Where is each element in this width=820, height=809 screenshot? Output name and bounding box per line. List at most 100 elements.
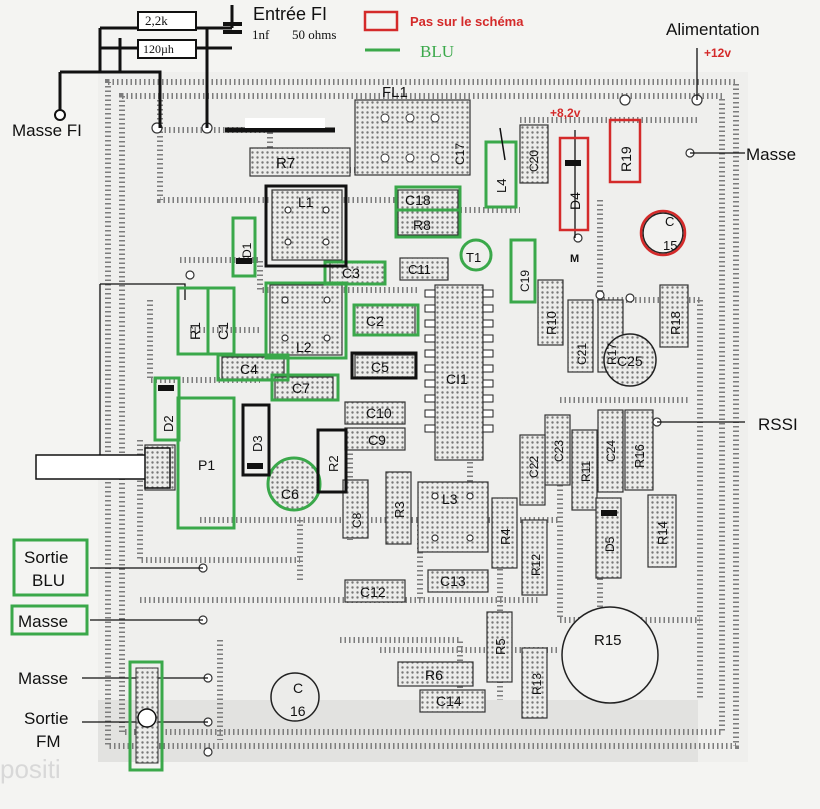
r16-body <box>624 409 654 491</box>
c16-body <box>270 672 320 722</box>
label-t1: T1 <box>466 250 481 265</box>
c23-body <box>544 414 571 486</box>
label-masse-fi: Masse FI <box>12 121 82 140</box>
c22-body <box>519 434 546 506</box>
c14-body <box>419 689 486 713</box>
red-outlines <box>363 10 687 257</box>
ci1-body <box>434 284 484 461</box>
label-r8: R8 <box>413 217 431 233</box>
c18-r8-body <box>397 189 459 236</box>
label-c19: C19 <box>518 270 532 292</box>
c12-body <box>344 579 406 603</box>
label-r14: R14 <box>655 521 670 545</box>
label-r3: R3 <box>392 501 407 518</box>
label-r11: R11 <box>579 461 593 482</box>
label-c25: C25 <box>617 353 643 369</box>
label-d3: D3 <box>250 435 265 452</box>
label-r5: R5 <box>493 638 508 655</box>
label-c5: C5 <box>371 359 389 375</box>
label-r6: R6 <box>425 667 443 683</box>
r18-body <box>659 284 689 348</box>
label-r19: R19 <box>618 146 634 172</box>
label-r18: R18 <box>668 311 683 335</box>
round-components <box>267 212 684 722</box>
ci1-pins <box>424 289 494 433</box>
r4-body <box>491 497 518 569</box>
label-plus12: +12v <box>704 46 731 60</box>
legend-green-text: BLU <box>420 42 454 61</box>
resistor-2k2 <box>137 11 197 31</box>
input-trace-white <box>245 118 325 128</box>
fl1-mark <box>499 127 506 161</box>
label-c21: C21 <box>575 343 589 365</box>
label-ci1: CI1 <box>446 371 468 387</box>
label-c15-a: C <box>665 214 674 229</box>
input-cap: 1nf <box>252 27 270 42</box>
label-alimentation: Alimentation <box>666 20 760 39</box>
label-sortie-blu-2: BLU <box>32 571 65 590</box>
label-c11a: C11 <box>408 262 431 277</box>
c25-body <box>603 333 657 387</box>
label-p1: P1 <box>198 457 215 473</box>
label-r10: R10 <box>544 311 559 335</box>
label-c6: C6 <box>281 486 299 502</box>
label-c7: C7 <box>292 380 310 396</box>
sortie-fm-connector <box>135 667 159 764</box>
label-sortie-fm-2: FM <box>36 732 61 751</box>
fl1-body <box>354 99 471 176</box>
label-plus82: +8,2v <box>550 106 581 120</box>
c11-body <box>399 257 449 281</box>
r6-body <box>397 661 474 687</box>
label-c1: C1 <box>215 322 231 340</box>
r14-body <box>647 494 677 568</box>
label-r17: R17 <box>605 343 619 365</box>
label-c14: C14 <box>436 693 462 709</box>
label-c3: C3 <box>342 265 360 281</box>
diode-bands <box>158 160 617 516</box>
label-c8: C8 <box>350 512 364 528</box>
label-c17: C17 <box>453 143 467 165</box>
inductor-120uh <box>137 39 197 59</box>
label-d1: D1 <box>240 242 254 258</box>
resistor-value: 2,2k <box>145 13 168 28</box>
label-r13: R13 <box>530 673 544 695</box>
component-labels: FL1 C17 C20 R19 R7 L4 D4 C 15 L1 C18 R8 … <box>161 84 683 719</box>
label-masse-left: Masse <box>18 669 68 688</box>
label-l3: L3 <box>442 491 458 507</box>
label-c16-a: C <box>293 680 303 696</box>
label-r2: R2 <box>326 455 341 472</box>
l2-body <box>269 284 343 356</box>
label-c10: C10 <box>366 405 392 421</box>
r5-body <box>486 611 513 683</box>
legend-red-text: Pas sur le schéma <box>410 14 524 29</box>
label-r12: R12 <box>529 554 543 576</box>
label-r7: R7 <box>276 155 295 172</box>
label-rssi: RSSI <box>758 415 798 434</box>
l1-body <box>271 189 343 261</box>
input-components <box>54 11 197 121</box>
label-fl1: FL1 <box>382 84 408 101</box>
fl1-detail <box>380 113 440 163</box>
label-c16-b: 16 <box>290 703 306 719</box>
label-masse-right: Masse <box>746 145 796 164</box>
p1-shaft <box>35 447 171 489</box>
label-c15-b: 15 <box>663 238 677 253</box>
label-r4: R4 <box>498 528 513 545</box>
c13-body <box>427 569 489 593</box>
l3-body <box>417 481 489 553</box>
label-r16: R16 <box>632 444 647 468</box>
green-outlines <box>10 140 537 772</box>
label-c20: C20 <box>527 150 541 172</box>
inductor-value: 120µh <box>143 42 174 56</box>
label-c9: C9 <box>368 432 386 448</box>
label-r1: R1 <box>187 322 203 340</box>
input-impedance: 50 ohms <box>292 27 336 42</box>
label-sortie-blu-1: Sortie <box>24 548 68 567</box>
c10-body <box>344 401 406 425</box>
c2-body <box>354 304 416 336</box>
r11-body <box>571 429 598 511</box>
label-d2: D2 <box>161 415 176 432</box>
r10-body <box>537 279 564 346</box>
label-c4: C4 <box>240 361 258 377</box>
